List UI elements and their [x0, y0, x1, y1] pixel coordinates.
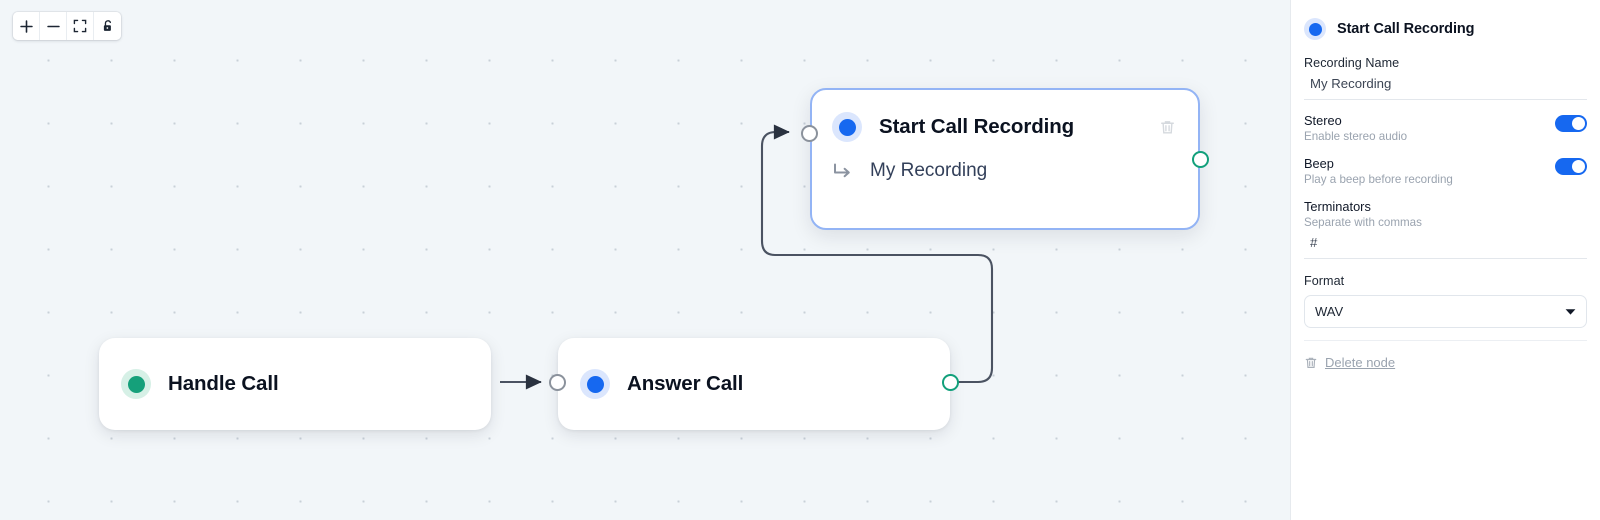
- beep-description: Play a beep before recording: [1304, 173, 1453, 186]
- node-answer-call[interactable]: Answer Call: [549, 338, 959, 430]
- stereo-toggle[interactable]: [1555, 115, 1587, 132]
- node-subtitle-row: My Recording: [812, 160, 1198, 182]
- fit-screen-icon: [73, 19, 87, 33]
- stereo-row: Stereo Enable stereo audio: [1304, 113, 1587, 143]
- node-status-dot: [832, 112, 862, 142]
- recording-name-input[interactable]: [1304, 70, 1587, 100]
- zoom-out-button[interactable]: [40, 12, 67, 40]
- trash-icon: [1160, 120, 1174, 134]
- minus-icon: [46, 25, 60, 27]
- node-subtitle: My Recording: [870, 160, 988, 181]
- stereo-label: Stereo: [1304, 113, 1342, 128]
- zoom-in-button[interactable]: [13, 12, 40, 40]
- terminators-description: Separate with commas: [1304, 216, 1422, 229]
- recording-name-field: Recording Name: [1304, 56, 1587, 100]
- beep-toggle[interactable]: [1555, 158, 1587, 175]
- terminators-field: Terminators Separate with commas: [1304, 199, 1587, 259]
- fit-view-button[interactable]: [67, 12, 94, 40]
- plus-icon: [19, 19, 33, 33]
- arrow-corner-down-right-icon: [834, 163, 850, 178]
- format-select[interactable]: WAV: [1304, 295, 1587, 328]
- node-output-handle[interactable]: [1192, 151, 1209, 168]
- format-selected-value: WAV: [1315, 304, 1344, 319]
- format-label: Format: [1304, 274, 1345, 288]
- node-output-handle[interactable]: [942, 374, 959, 391]
- trash-icon: [1305, 357, 1317, 368]
- beep-texts: Beep Play a beep before recording: [1304, 156, 1555, 186]
- node-header: Handle Call: [99, 338, 491, 430]
- format-select-wrapper: WAV: [1304, 295, 1587, 328]
- node-properties-panel: Start Call Recording Recording Name Ster…: [1290, 0, 1600, 520]
- node-title: Start Call Recording: [879, 115, 1075, 138]
- delete-node-button[interactable]: Delete node: [1291, 341, 1600, 370]
- node-start-call-recording[interactable]: Start Call Recording: [801, 88, 1209, 230]
- edges-layer: [500, 124, 994, 390]
- panel-title: Start Call Recording: [1337, 21, 1475, 37]
- terminators-input[interactable]: [1304, 229, 1587, 259]
- node-header: Answer Call: [558, 338, 950, 430]
- node-header: Start Call Recording: [812, 90, 1198, 164]
- delete-node-label: Delete node: [1325, 355, 1396, 370]
- unlock-icon: [103, 20, 111, 31]
- format-field: Format WAV: [1304, 274, 1587, 328]
- node-input-handle[interactable]: [549, 374, 566, 391]
- panel-header: Start Call Recording: [1291, 0, 1600, 40]
- panel-body: Recording Name Stereo Enable stereo audi…: [1291, 56, 1600, 341]
- beep-row: Beep Play a beep before recording: [1304, 156, 1587, 186]
- recording-name-label: Recording Name: [1304, 56, 1400, 70]
- lock-button[interactable]: [94, 12, 121, 40]
- terminators-label: Terminators: [1304, 199, 1371, 214]
- canvas-toolbar: [13, 12, 121, 40]
- panel-section-divider: [1304, 340, 1587, 341]
- node-handle-call[interactable]: Handle Call: [99, 338, 491, 430]
- panel-status-dot: [1304, 18, 1326, 40]
- beep-label: Beep: [1304, 156, 1334, 171]
- flow-canvas[interactable]: Handle Call Answer Call Start Call Re: [0, 0, 1290, 520]
- node-delete-button[interactable]: [1156, 116, 1178, 138]
- node-title: Handle Call: [168, 372, 279, 395]
- node-title: Answer Call: [627, 372, 744, 395]
- stereo-description: Enable stereo audio: [1304, 130, 1408, 143]
- node-input-handle[interactable]: [801, 125, 818, 142]
- stereo-texts: Stereo Enable stereo audio: [1304, 113, 1555, 143]
- node-status-dot: [121, 369, 151, 399]
- node-status-dot: [580, 369, 610, 399]
